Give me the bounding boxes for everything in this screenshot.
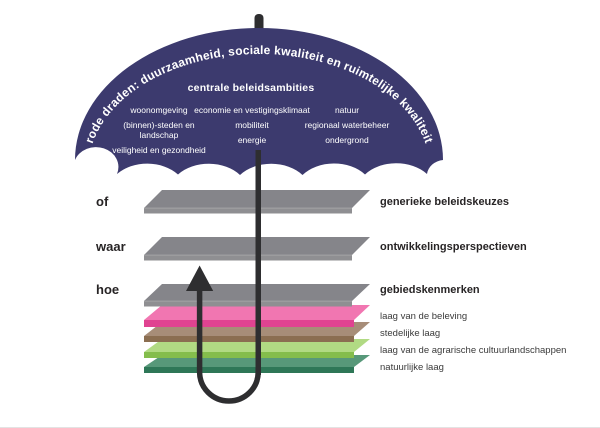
umbrella-canopy [75,28,443,175]
ambition-item: woonomgeving [130,105,188,115]
stratum-label-stedelijk: stedelijke laag [380,328,441,339]
question-label-waar: waar [96,239,126,254]
umbrella-shaft [255,150,261,375]
ambitions-column-2: economie en vestigingsklimaat mobiliteit… [194,105,310,145]
ambition-item: veiligheid en gezondheid [112,145,206,156]
ambition-item: ondergrond [325,135,369,146]
ambition-item: mobiliteit [235,120,269,131]
ambition-item: economie en vestigingsklimaat [194,105,310,115]
umbrella-hook-handle [196,289,261,404]
question-label-hoe: hoe [96,282,120,297]
ambition-item: natuur [334,105,360,115]
ambition-item: energie [237,135,267,146]
policy-label-generieke-beleidskeuzes: generieke beleidskeuzes [380,196,510,208]
ambition-item: (binnen)-steden en landschap [123,120,195,141]
question-label-of: of [96,194,109,209]
stratum-label-beleving: laag van de beleving [380,311,468,322]
umbrella-heading: centrale beleidsambities [187,82,315,94]
policy-label-gebiedskenmerken: gebiedskenmerken [380,284,480,296]
upward-arrow-head [186,265,214,291]
ambition-item: regionaal waterbeheer [304,120,390,131]
policy-label-ontwikkelingsperspectieven: ontwikkelingsperspectieven [380,241,527,253]
stratum-label-agrarisch: laag van de agrarische cultuurlandschapp… [380,345,567,356]
ambitions-column-3: natuur regionaal waterbeheer ondergrond [305,105,390,145]
ambitions-column-1: woonomgeving (binnen)-steden en landscha… [112,105,206,155]
stratum-label-natuurlijk: natuurlijke laag [380,362,444,373]
